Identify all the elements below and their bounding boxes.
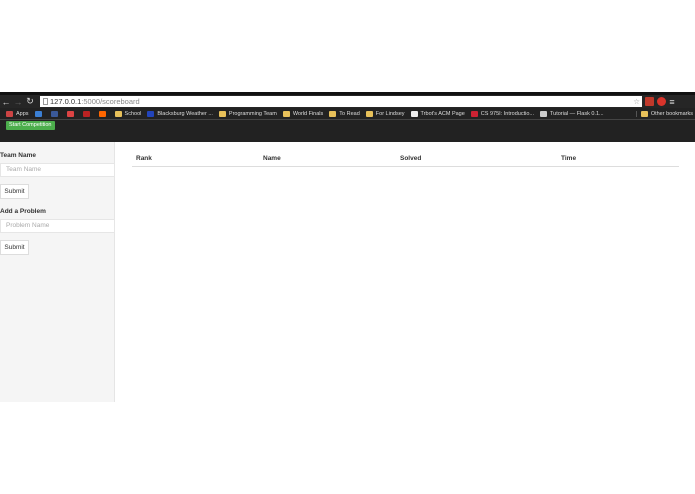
bookmark[interactable]	[82, 110, 93, 117]
column-rank: Rank	[136, 155, 152, 162]
bookmark[interactable]: To Read	[329, 110, 360, 117]
scoreboard-table-header: Rank Name Solved Time	[132, 152, 679, 167]
bookmarks-bar: Apps School Blacksburg Weather ... Progr…	[0, 108, 695, 120]
bookmark-label: Programming Team	[228, 110, 277, 117]
bookmark-label: Tutorial — Flask 0.1...	[550, 110, 604, 117]
bookmark[interactable]	[50, 110, 61, 117]
folder-icon	[365, 110, 373, 117]
s-icon	[82, 110, 90, 117]
page-icon	[43, 98, 48, 105]
team-submit-button[interactable]: Submit	[0, 184, 29, 199]
bookmark[interactable]: For Lindsey	[365, 110, 405, 117]
bookmark[interactable]: Trbot's ACM Page	[410, 110, 465, 117]
bookmark-label: Blacksburg Weather ...	[157, 110, 213, 117]
browser-toolbar: ← → ↻ 127.0.0.1:5000/scoreboard ☆ ≡	[0, 95, 695, 108]
problem-submit-button[interactable]: Submit	[0, 240, 29, 255]
other-bookmarks[interactable]: Other bookmarks	[635, 110, 693, 117]
back-icon[interactable]: ←	[1, 96, 11, 107]
bookmark[interactable]	[34, 110, 45, 117]
tab-strip	[0, 92, 695, 95]
bookmark[interactable]: World Finals	[282, 110, 324, 117]
bookmark[interactable]: Tutorial — Flask 0.1...	[540, 110, 604, 117]
bookmark-label: Trbot's ACM Page	[420, 110, 465, 117]
page-icon	[410, 110, 418, 117]
weather-icon	[147, 110, 155, 117]
s-icon	[470, 110, 478, 117]
folder-icon	[329, 110, 337, 117]
bookmark[interactable]: Programming Team	[218, 110, 277, 117]
bookmark-label: For Lindsey	[375, 110, 405, 117]
reload-icon[interactable]: ↻	[26, 96, 34, 106]
gmail-icon	[66, 110, 74, 117]
folder-icon	[218, 110, 226, 117]
team-name-label: Team Name	[0, 152, 37, 159]
folder-icon	[114, 110, 122, 117]
bookmark-label: CS 975I: Introductio...	[480, 110, 534, 117]
start-competition-button[interactable]: Start Competition	[6, 121, 55, 130]
folder-icon	[640, 110, 648, 117]
bookmark-label: School	[124, 110, 142, 117]
sidebar: Team Name Team Name Submit Add a Problem…	[0, 142, 115, 402]
forward-icon[interactable]: →	[13, 96, 23, 107]
url-host: 127.0.0.1	[50, 97, 82, 106]
bookmark[interactable]	[66, 110, 77, 117]
url-port: :5000	[81, 97, 101, 106]
calendar-icon	[34, 110, 42, 117]
column-solved: Solved	[400, 155, 422, 162]
folder-icon	[282, 110, 290, 117]
adblock-icon[interactable]	[657, 97, 666, 106]
bookmark[interactable]: Apps	[6, 110, 29, 117]
y-icon	[98, 110, 106, 117]
apps-icon	[6, 110, 13, 117]
url-path: /scoreboard	[100, 97, 140, 106]
add-problem-label: Add a Problem	[0, 208, 46, 215]
navbar: Start Competition	[0, 120, 695, 142]
menu-icon[interactable]: ≡	[669, 96, 675, 107]
bookmark[interactable]	[98, 110, 109, 117]
bookmark-label: To Read	[339, 110, 360, 117]
bookmark[interactable]: School	[114, 110, 142, 117]
bookmark-label: Other bookmarks	[650, 110, 693, 117]
facebook-icon	[50, 110, 58, 117]
bookmark-label: World Finals	[292, 110, 324, 117]
column-time: Time	[561, 155, 577, 162]
column-name: Name	[263, 155, 281, 162]
team-name-input[interactable]: Team Name	[0, 163, 115, 177]
extension-icon[interactable]	[645, 97, 654, 106]
bookmark-label: Apps	[16, 110, 29, 117]
address-bar[interactable]: 127.0.0.1:5000/scoreboard ☆	[40, 96, 642, 107]
flask-icon	[540, 110, 547, 117]
bookmark[interactable]: Blacksburg Weather ...	[147, 110, 213, 117]
star-icon[interactable]: ☆	[633, 97, 640, 106]
bookmark[interactable]: CS 975I: Introductio...	[470, 110, 534, 117]
problem-name-input[interactable]: Problem Name	[0, 219, 115, 233]
